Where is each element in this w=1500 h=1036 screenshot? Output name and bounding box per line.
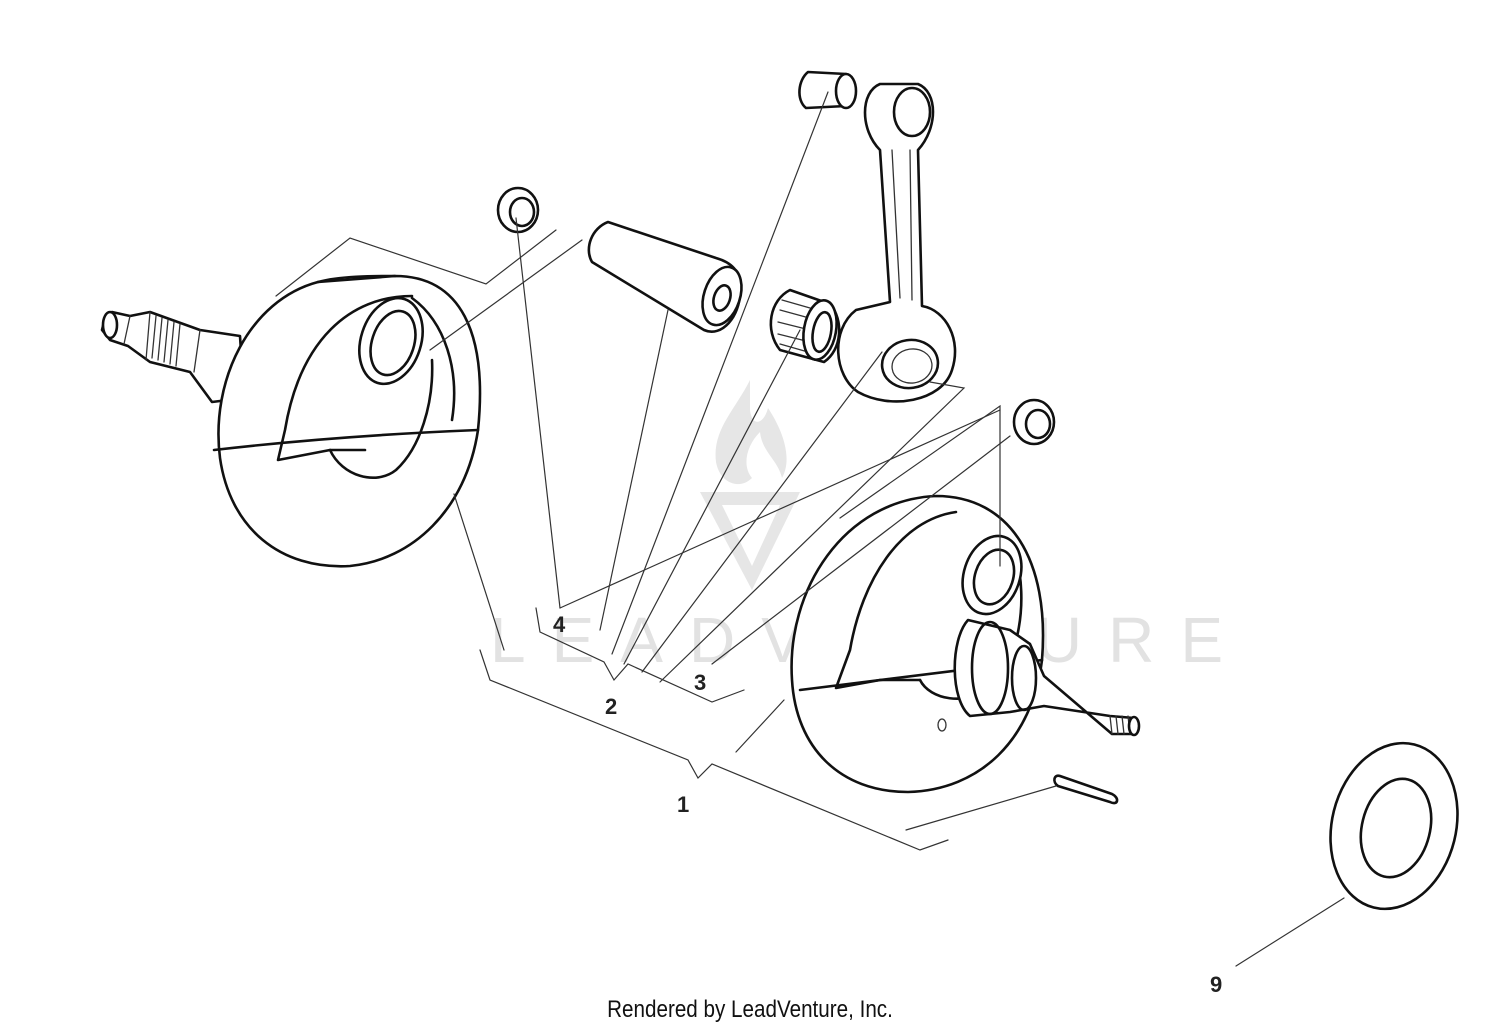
callout-1: 1 xyxy=(677,792,689,817)
part-1-right-crank-half xyxy=(790,494,1141,794)
small-end-bushing xyxy=(798,70,858,110)
part-9-thrust-washer xyxy=(1329,741,1459,911)
callout-4: 4 xyxy=(553,612,566,637)
part-3-needle-bearing xyxy=(769,288,841,364)
part-4-small-bushing-top xyxy=(496,186,540,234)
part-4-small-bushing-right xyxy=(1012,398,1056,446)
leader-lines xyxy=(275,91,1345,967)
callout-3: 3 xyxy=(694,670,706,695)
rendered-by-footer: Rendered by LeadVenture, Inc. xyxy=(607,996,893,1023)
callouts: 1 2 3 4 9 xyxy=(553,612,1222,997)
callout-9: 9 xyxy=(1210,972,1222,997)
left-flywheel-body xyxy=(217,274,482,568)
flame-logo-icon xyxy=(700,380,800,590)
connecting-rod xyxy=(836,82,957,403)
part-2-crank-pin xyxy=(587,220,743,333)
woodruff-key xyxy=(1053,774,1119,805)
callout-2: 2 xyxy=(605,694,617,719)
part-1-left-crank-half xyxy=(100,274,482,568)
